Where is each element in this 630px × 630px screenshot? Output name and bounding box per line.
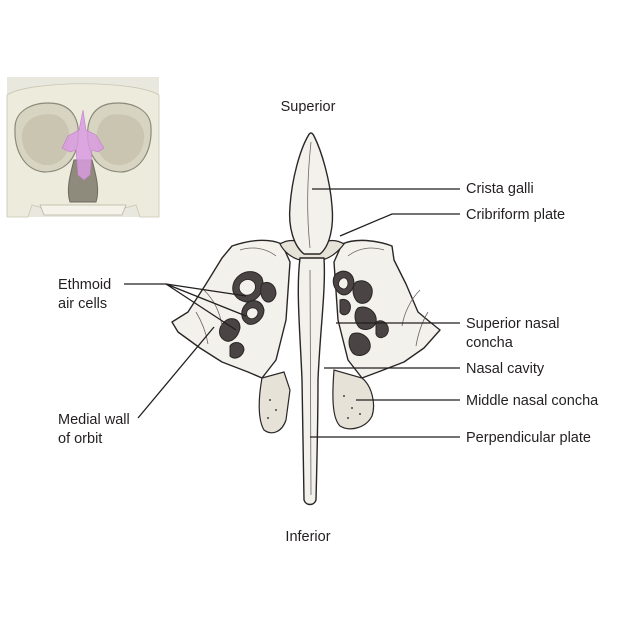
air-cell-left-4: [260, 281, 277, 303]
leader-cribriform-plate: [339, 213, 460, 237]
label-ethmoid-air-cells-2: air cells: [58, 296, 107, 312]
label-ethmoid-air-cells-1: Ethmoid: [58, 277, 111, 293]
leader-medial-wall: [137, 326, 215, 419]
concha-dot: [343, 395, 345, 397]
air-cell-right-1-inner: [338, 277, 349, 290]
label-middle-nasal-concha: Middle nasal concha: [466, 393, 599, 409]
label-cribriform-plate: Cribriform plate: [466, 207, 565, 223]
left-orbit-depth: [21, 114, 70, 166]
label-medial-wall-1: Medial wall: [58, 412, 130, 428]
perpendicular-plate-ridge: [309, 269, 312, 496]
skull-inset: [6, 77, 160, 218]
perpendicular-plate-shape: [297, 257, 326, 506]
label-superior-nasal-concha-1: Superior nasal: [466, 316, 560, 332]
concha-dot: [269, 399, 271, 401]
shading-top-right: [347, 247, 385, 257]
label-inferior: Inferior: [285, 529, 330, 545]
crista-galli-ridge: [307, 141, 312, 249]
right-middle-concha: [332, 369, 375, 430]
concha-dot: [347, 417, 349, 419]
ethmoid-highlight: [61, 109, 105, 181]
concha-dot: [359, 413, 361, 415]
leader-ethmoid-air-cells-c: [165, 283, 237, 331]
air-cell-left-3: [219, 318, 241, 342]
labels: Superior Inferior Crista galli Cribrifor…: [58, 99, 599, 545]
label-perpendicular-plate: Perpendicular plate: [466, 430, 591, 446]
left-middle-concha: [258, 371, 291, 434]
air-cell-right-3: [354, 306, 377, 330]
air-cell-left-2-inner: [246, 307, 259, 320]
label-crista-galli: Crista galli: [466, 181, 534, 197]
leader-ethmoid-air-cells-b: [165, 283, 247, 317]
shading-left-a: [203, 289, 223, 327]
ethmoid-bone: [171, 132, 441, 506]
right-orbit-depth: [96, 114, 145, 166]
label-superior: Superior: [281, 99, 336, 115]
leader-ethmoid-air-cells-a: [165, 283, 247, 297]
left-orbital-plate: [171, 239, 291, 379]
concha-dot: [351, 407, 353, 409]
concha-dot: [275, 409, 277, 411]
air-cell-right-4: [348, 332, 371, 356]
shading-top-left: [239, 247, 277, 257]
teeth: [39, 204, 127, 216]
air-cell-left-1-inner: [238, 279, 256, 296]
label-superior-nasal-concha-2: concha: [466, 335, 514, 351]
label-medial-wall-2: of orbit: [58, 431, 102, 447]
air-cell-left-5: [229, 342, 245, 359]
shading-left-b: [195, 311, 209, 345]
leader-lines: [124, 188, 460, 438]
concha-dot: [267, 417, 269, 419]
shading-right-b: [415, 311, 429, 347]
air-cell-right-5: [375, 320, 389, 339]
air-cell-right-6: [339, 299, 351, 316]
label-nasal-cavity: Nasal cavity: [466, 361, 545, 377]
air-cell-right-2: [352, 280, 373, 304]
crista-galli-shape: [288, 132, 334, 255]
